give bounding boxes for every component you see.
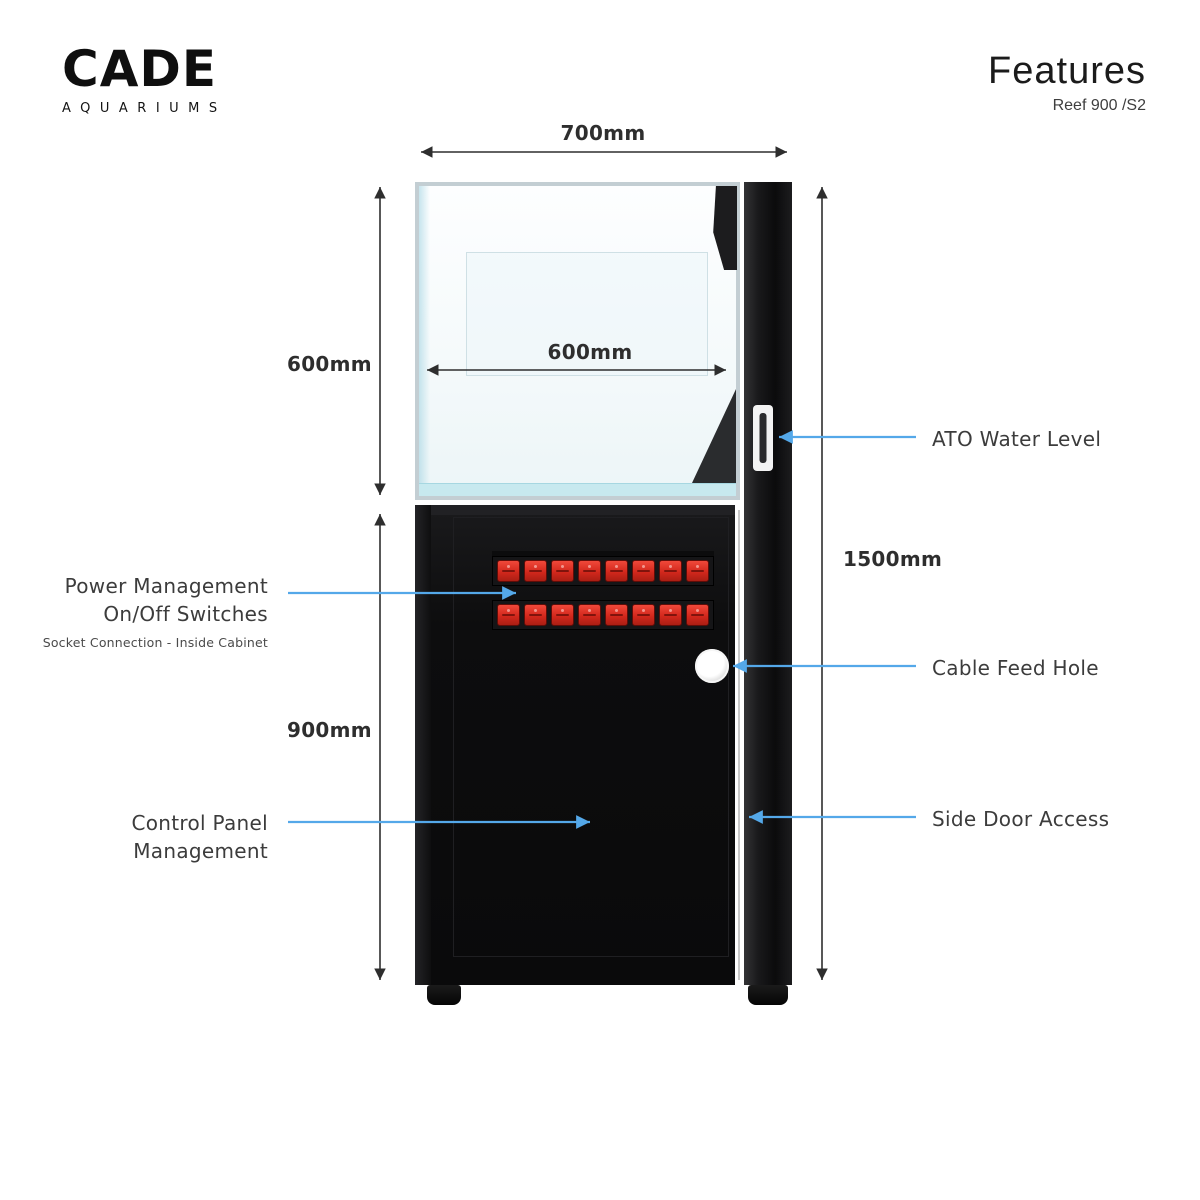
rocker-switch (524, 604, 547, 626)
callout-power-subtext: Socket Connection - Inside Cabinet (42, 635, 268, 650)
rocker-switch (578, 560, 601, 582)
page-title: Features (988, 50, 1146, 92)
ato-slot (759, 413, 767, 463)
callout-control-panel: Control Panel Management (0, 809, 268, 865)
rocker-switch (659, 604, 682, 626)
rocker-switch (605, 560, 628, 582)
dimension-cabinet-height: 900mm (287, 718, 372, 742)
cable-feed-hole (695, 649, 729, 683)
callout-ato-water-level: ATO Water Level (932, 427, 1102, 451)
dimension-tank-width: 700mm (560, 121, 646, 145)
brand-tagline: AQUARIUMS (62, 101, 227, 116)
cabinet (415, 505, 735, 985)
callout-power-line2: On/Off Switches (103, 602, 268, 626)
rocker-switch (524, 560, 547, 582)
rocker-switch (551, 604, 574, 626)
side-door-edge (738, 510, 740, 980)
overflow-corner (692, 389, 736, 483)
callout-cable-feed-hole: Cable Feed Hole (932, 656, 1099, 680)
rocker-switch (497, 560, 520, 582)
power-switch-row-2 (492, 600, 714, 630)
power-switch-row-1 (492, 556, 714, 586)
rocker-switch (659, 560, 682, 582)
tank-back-panel (466, 252, 708, 376)
rocker-switch (551, 560, 574, 582)
cabinet-foot-right (748, 985, 788, 1005)
rocker-switch (497, 604, 520, 626)
dimension-tank-height: 600mm (287, 352, 372, 376)
ato-water-level-window (753, 405, 773, 471)
callout-control-line2: Management (133, 839, 268, 863)
rocker-switch (578, 604, 601, 626)
cabinet-door-panel (453, 517, 729, 957)
brand-logo: CADE AQUARIUMS (62, 44, 227, 116)
glass-tint (419, 186, 430, 496)
aquarium-tank (415, 182, 740, 500)
rocker-switch (632, 560, 655, 582)
side-compartment (744, 182, 792, 985)
brand-name: CADE (62, 40, 218, 98)
overflow-pipe (713, 186, 737, 270)
page-header: Features Reef 900 /S2 (988, 50, 1146, 115)
rocker-switch (686, 560, 709, 582)
callout-power-line1: Power Management (64, 574, 268, 598)
water-line (419, 483, 736, 496)
rocker-switch (686, 604, 709, 626)
callout-power-management: Power Management On/Off Switches Socket … (0, 572, 268, 650)
callout-control-line1: Control Panel (131, 811, 268, 835)
rocker-switch (605, 604, 628, 626)
cabinet-foot-left (427, 985, 461, 1005)
page-subtitle: Reef 900 /S2 (1052, 97, 1146, 114)
dimension-total-height: 1500mm (843, 547, 943, 571)
dimension-tank-inner-width: 600mm (547, 340, 633, 364)
rocker-switch (632, 604, 655, 626)
callout-side-door-access: Side Door Access (932, 807, 1110, 831)
